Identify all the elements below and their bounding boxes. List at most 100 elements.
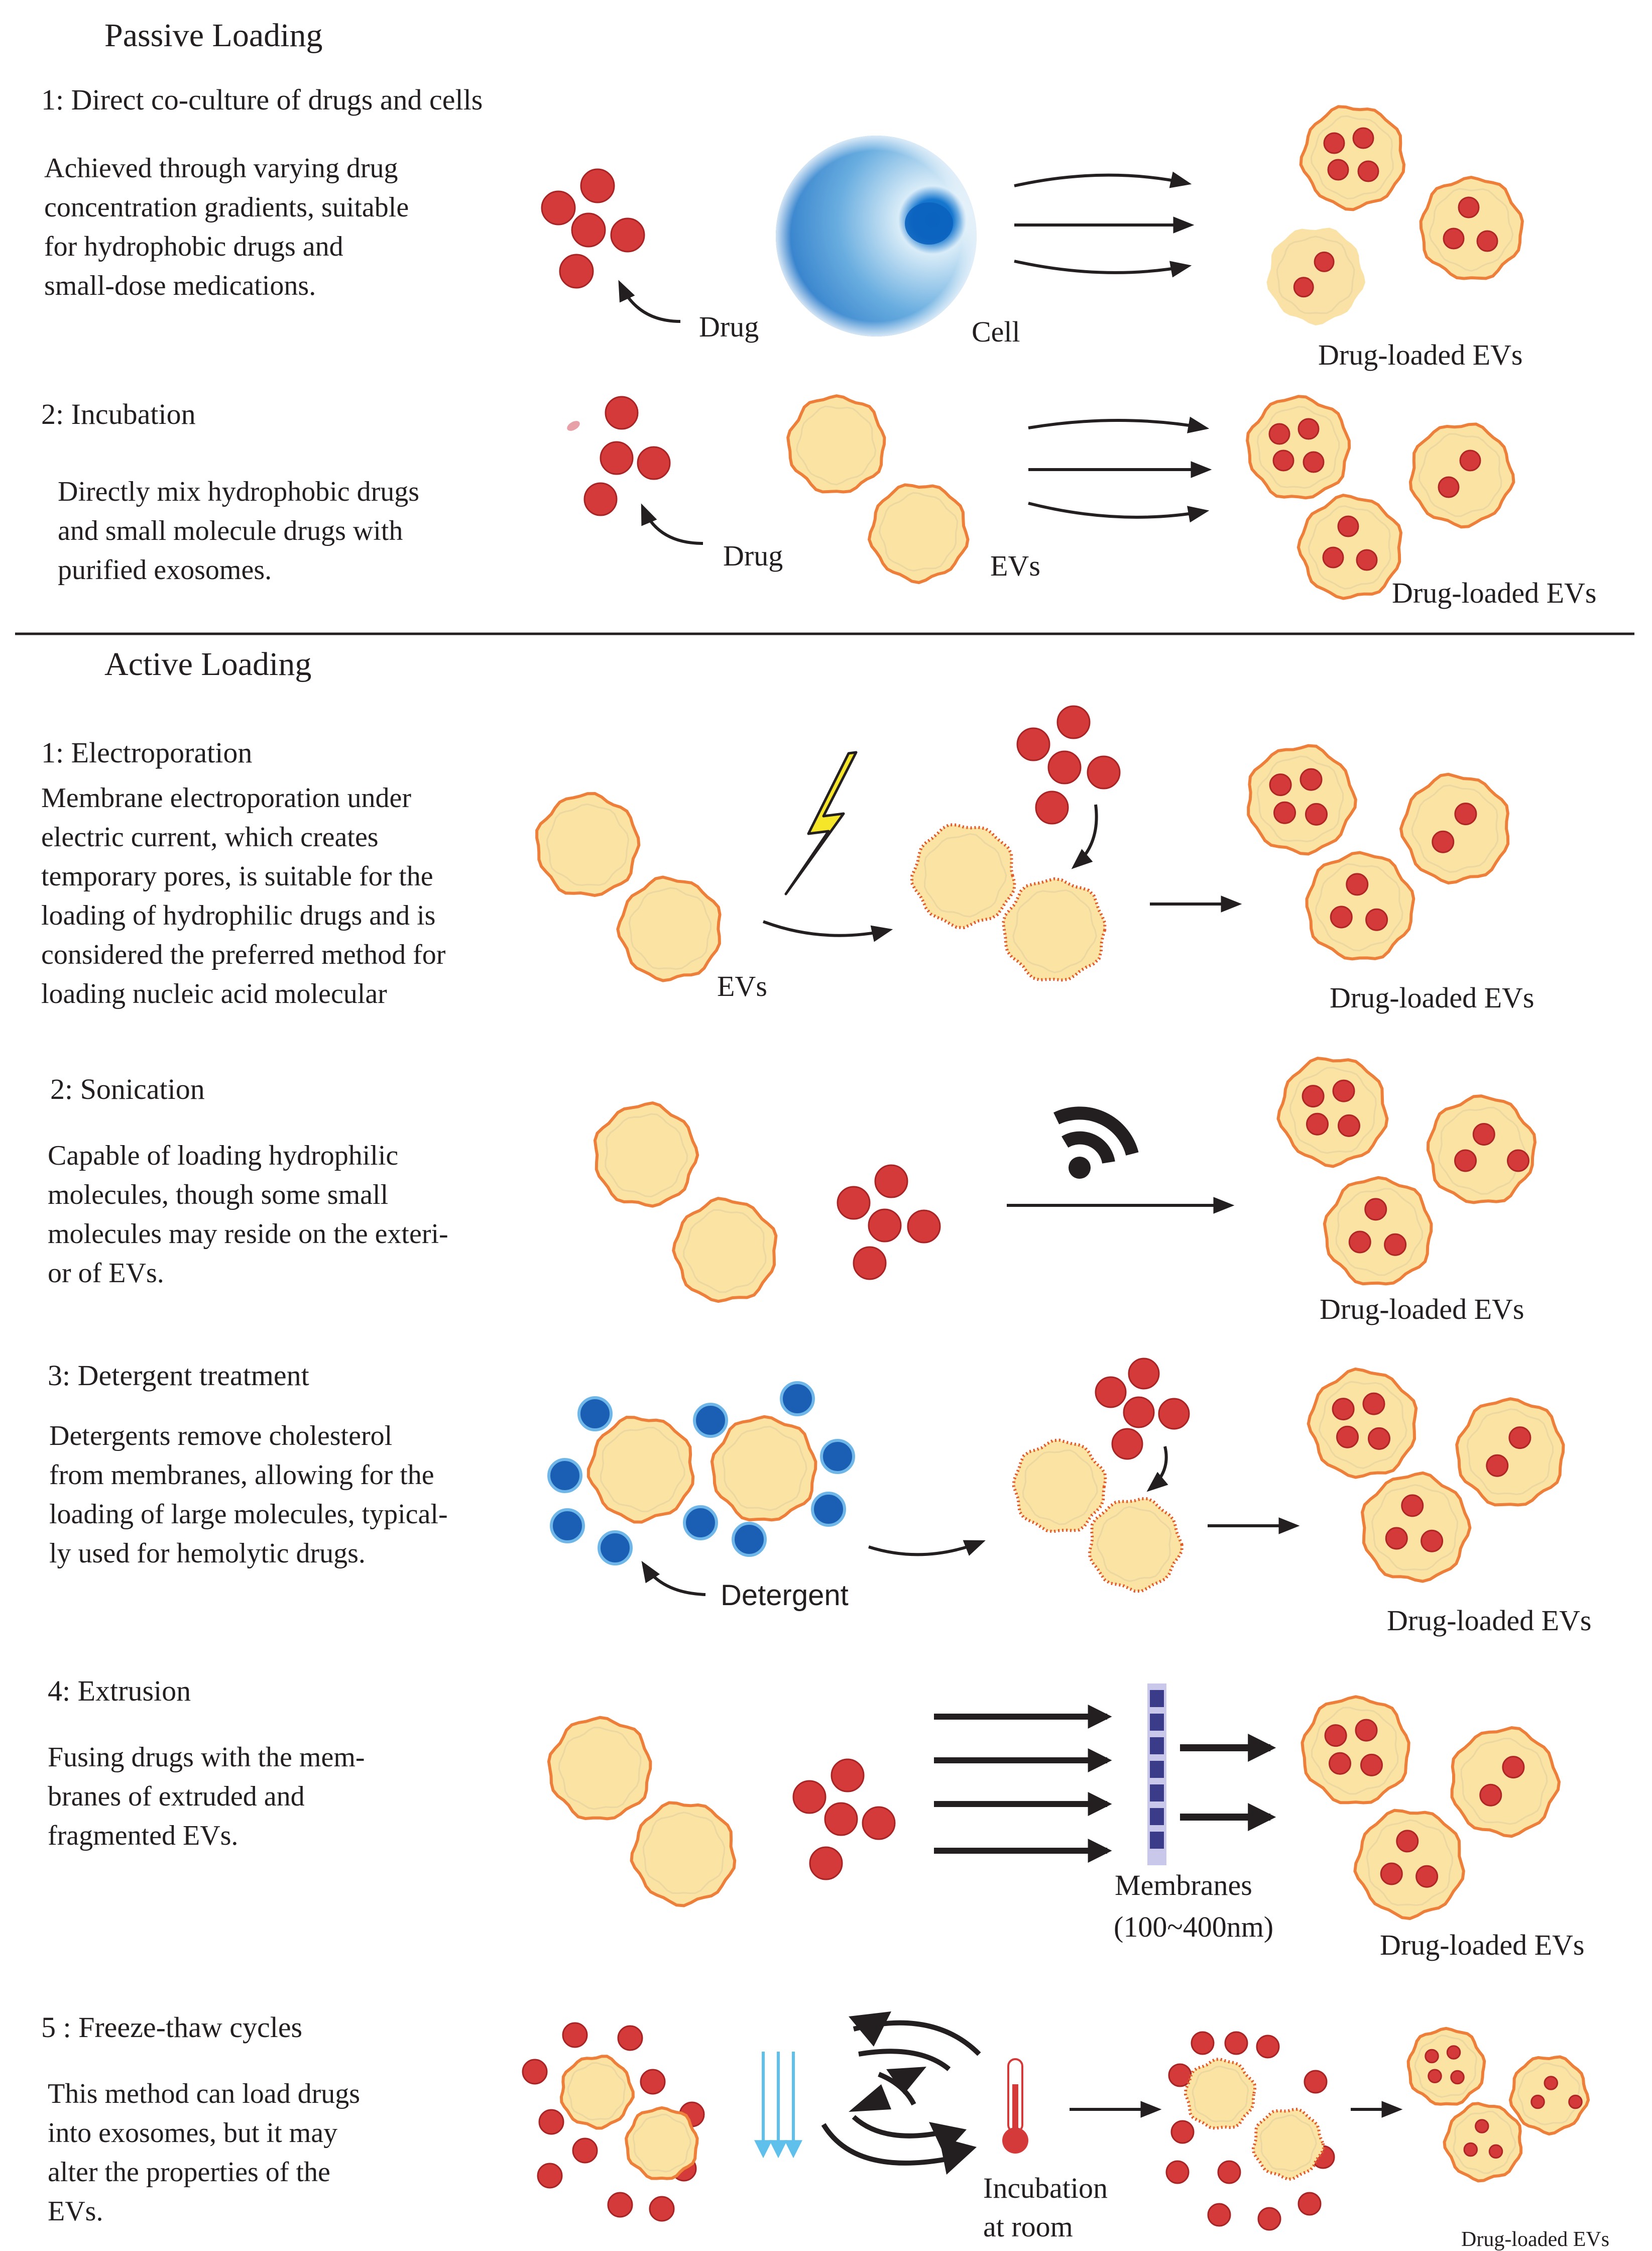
ev (559, 2055, 635, 2130)
ev-texture (1096, 1506, 1172, 1582)
drug-particle (1421, 1529, 1444, 1552)
drug-particle (837, 1186, 871, 1220)
drug-particle (1507, 1149, 1529, 1172)
ev-texture (567, 2062, 626, 2121)
passive-2-artwork (567, 396, 1212, 545)
drug-particle (1401, 1494, 1424, 1517)
drug-particle (1123, 1396, 1155, 1428)
ev-texture (1022, 1449, 1098, 1525)
ev-membrane (1296, 494, 1403, 600)
drug-particle (1337, 515, 1359, 537)
drug-particle (1508, 1426, 1531, 1449)
drug-particle (1047, 750, 1082, 784)
sound-wave-icon (1053, 1106, 1139, 1179)
drug-particle (1322, 546, 1344, 569)
drug-particle (1095, 1376, 1127, 1408)
drug-particle (1170, 2120, 1195, 2144)
drug-particle (1438, 476, 1460, 498)
detergent-particle (820, 1439, 855, 1474)
ev-membrane (630, 1801, 737, 1907)
drug-particle (1396, 1830, 1419, 1853)
drug-particle (1323, 132, 1345, 154)
drug-particle (1207, 2203, 1231, 2227)
drug-particle (1446, 2045, 1461, 2060)
ev-texture (558, 1727, 642, 1810)
ev-texture (1429, 188, 1514, 272)
drug-particle (1111, 1428, 1143, 1460)
drug-particle (1165, 2160, 1190, 2184)
curved-arrow (762, 920, 893, 942)
drug-particle (583, 482, 618, 516)
drug-particle (1272, 449, 1294, 472)
drug-particle (809, 1846, 843, 1880)
ev-membrane (1455, 1397, 1565, 1507)
drug-particle (1475, 2119, 1489, 2133)
ev-membrane (1307, 1367, 1418, 1479)
drug-loaded-ev (1455, 1397, 1565, 1507)
drug-particle (640, 2069, 666, 2095)
curved-arrow (641, 1560, 706, 1596)
lightning-bolt-icon (784, 751, 858, 895)
ev-texture (923, 833, 1007, 918)
drug-particle (649, 2196, 675, 2222)
ev-membrane (1408, 422, 1515, 529)
ev-membrane (535, 792, 641, 897)
active-method-3-heading: 3: Detergent treatment (48, 1359, 309, 1392)
drug-particle (541, 190, 576, 226)
detergent-particle (577, 1396, 613, 1431)
drug-loaded-ev (1299, 105, 1406, 211)
ev-membrane (586, 1415, 695, 1524)
ev-texture (605, 1113, 688, 1198)
passive-loading-title: Passive Loading (104, 17, 323, 54)
drug-particle (1544, 2076, 1558, 2090)
detergent-particle (780, 1381, 815, 1416)
ev (593, 1101, 699, 1208)
curved-arrow (1146, 1446, 1168, 1492)
drug-particle (1217, 2160, 1241, 2184)
result-label: Drug-loaded EVs (1318, 339, 1523, 371)
drug-label: Drug (699, 310, 759, 343)
evs-label: EVs (717, 970, 767, 1002)
active-2-artwork (837, 1106, 1235, 1280)
extrusion-membrane (1147, 1683, 1166, 1865)
drug-particle (1488, 2144, 1503, 2159)
ev-texture (600, 1426, 685, 1512)
ev-membrane (867, 483, 970, 585)
ev (535, 792, 641, 897)
drug-particle (559, 254, 594, 289)
drug-particle (1472, 1123, 1495, 1146)
drug-particle (1348, 1230, 1371, 1254)
result-label: Drug-loaded EVs (1320, 1293, 1524, 1325)
drug-particle (1530, 2094, 1545, 2109)
ev (867, 483, 970, 585)
ev-membrane (616, 875, 722, 982)
drug-particle (868, 1208, 902, 1243)
detergent-particle (550, 1508, 585, 1543)
ev (710, 1415, 817, 1522)
drug-particle (562, 2022, 588, 2048)
drug-particle (1568, 2094, 1583, 2109)
ev-texture (1315, 863, 1403, 952)
ev (786, 394, 886, 494)
drug-particle (1268, 423, 1290, 445)
drug-particle (1425, 2049, 1439, 2064)
detergent-particle (683, 1505, 718, 1540)
drug-particle (1357, 160, 1379, 182)
active-method-4-description: Fusing drugs with the mem- branes of ext… (48, 1742, 365, 1851)
active-method-2-heading: 2: Sonication (50, 1073, 205, 1105)
drug-particle (1087, 755, 1121, 790)
ev-texture (1371, 1484, 1459, 1571)
drug-particle (605, 396, 639, 430)
drug-particle (1324, 1724, 1347, 1747)
ev-texture (1414, 2035, 1477, 2098)
ev-membrane (1399, 772, 1510, 885)
ev-membrane (1266, 228, 1365, 325)
curved-arrow (1014, 260, 1192, 278)
passive-1-artwork (541, 136, 1195, 336)
drug-particle (1454, 803, 1477, 826)
ev-texture (1318, 1381, 1407, 1469)
drug-particle (1346, 873, 1369, 896)
passive-method-2-description: Directly mix hydrophobic drugs and small… (58, 476, 420, 586)
drug-particle (572, 2137, 598, 2164)
